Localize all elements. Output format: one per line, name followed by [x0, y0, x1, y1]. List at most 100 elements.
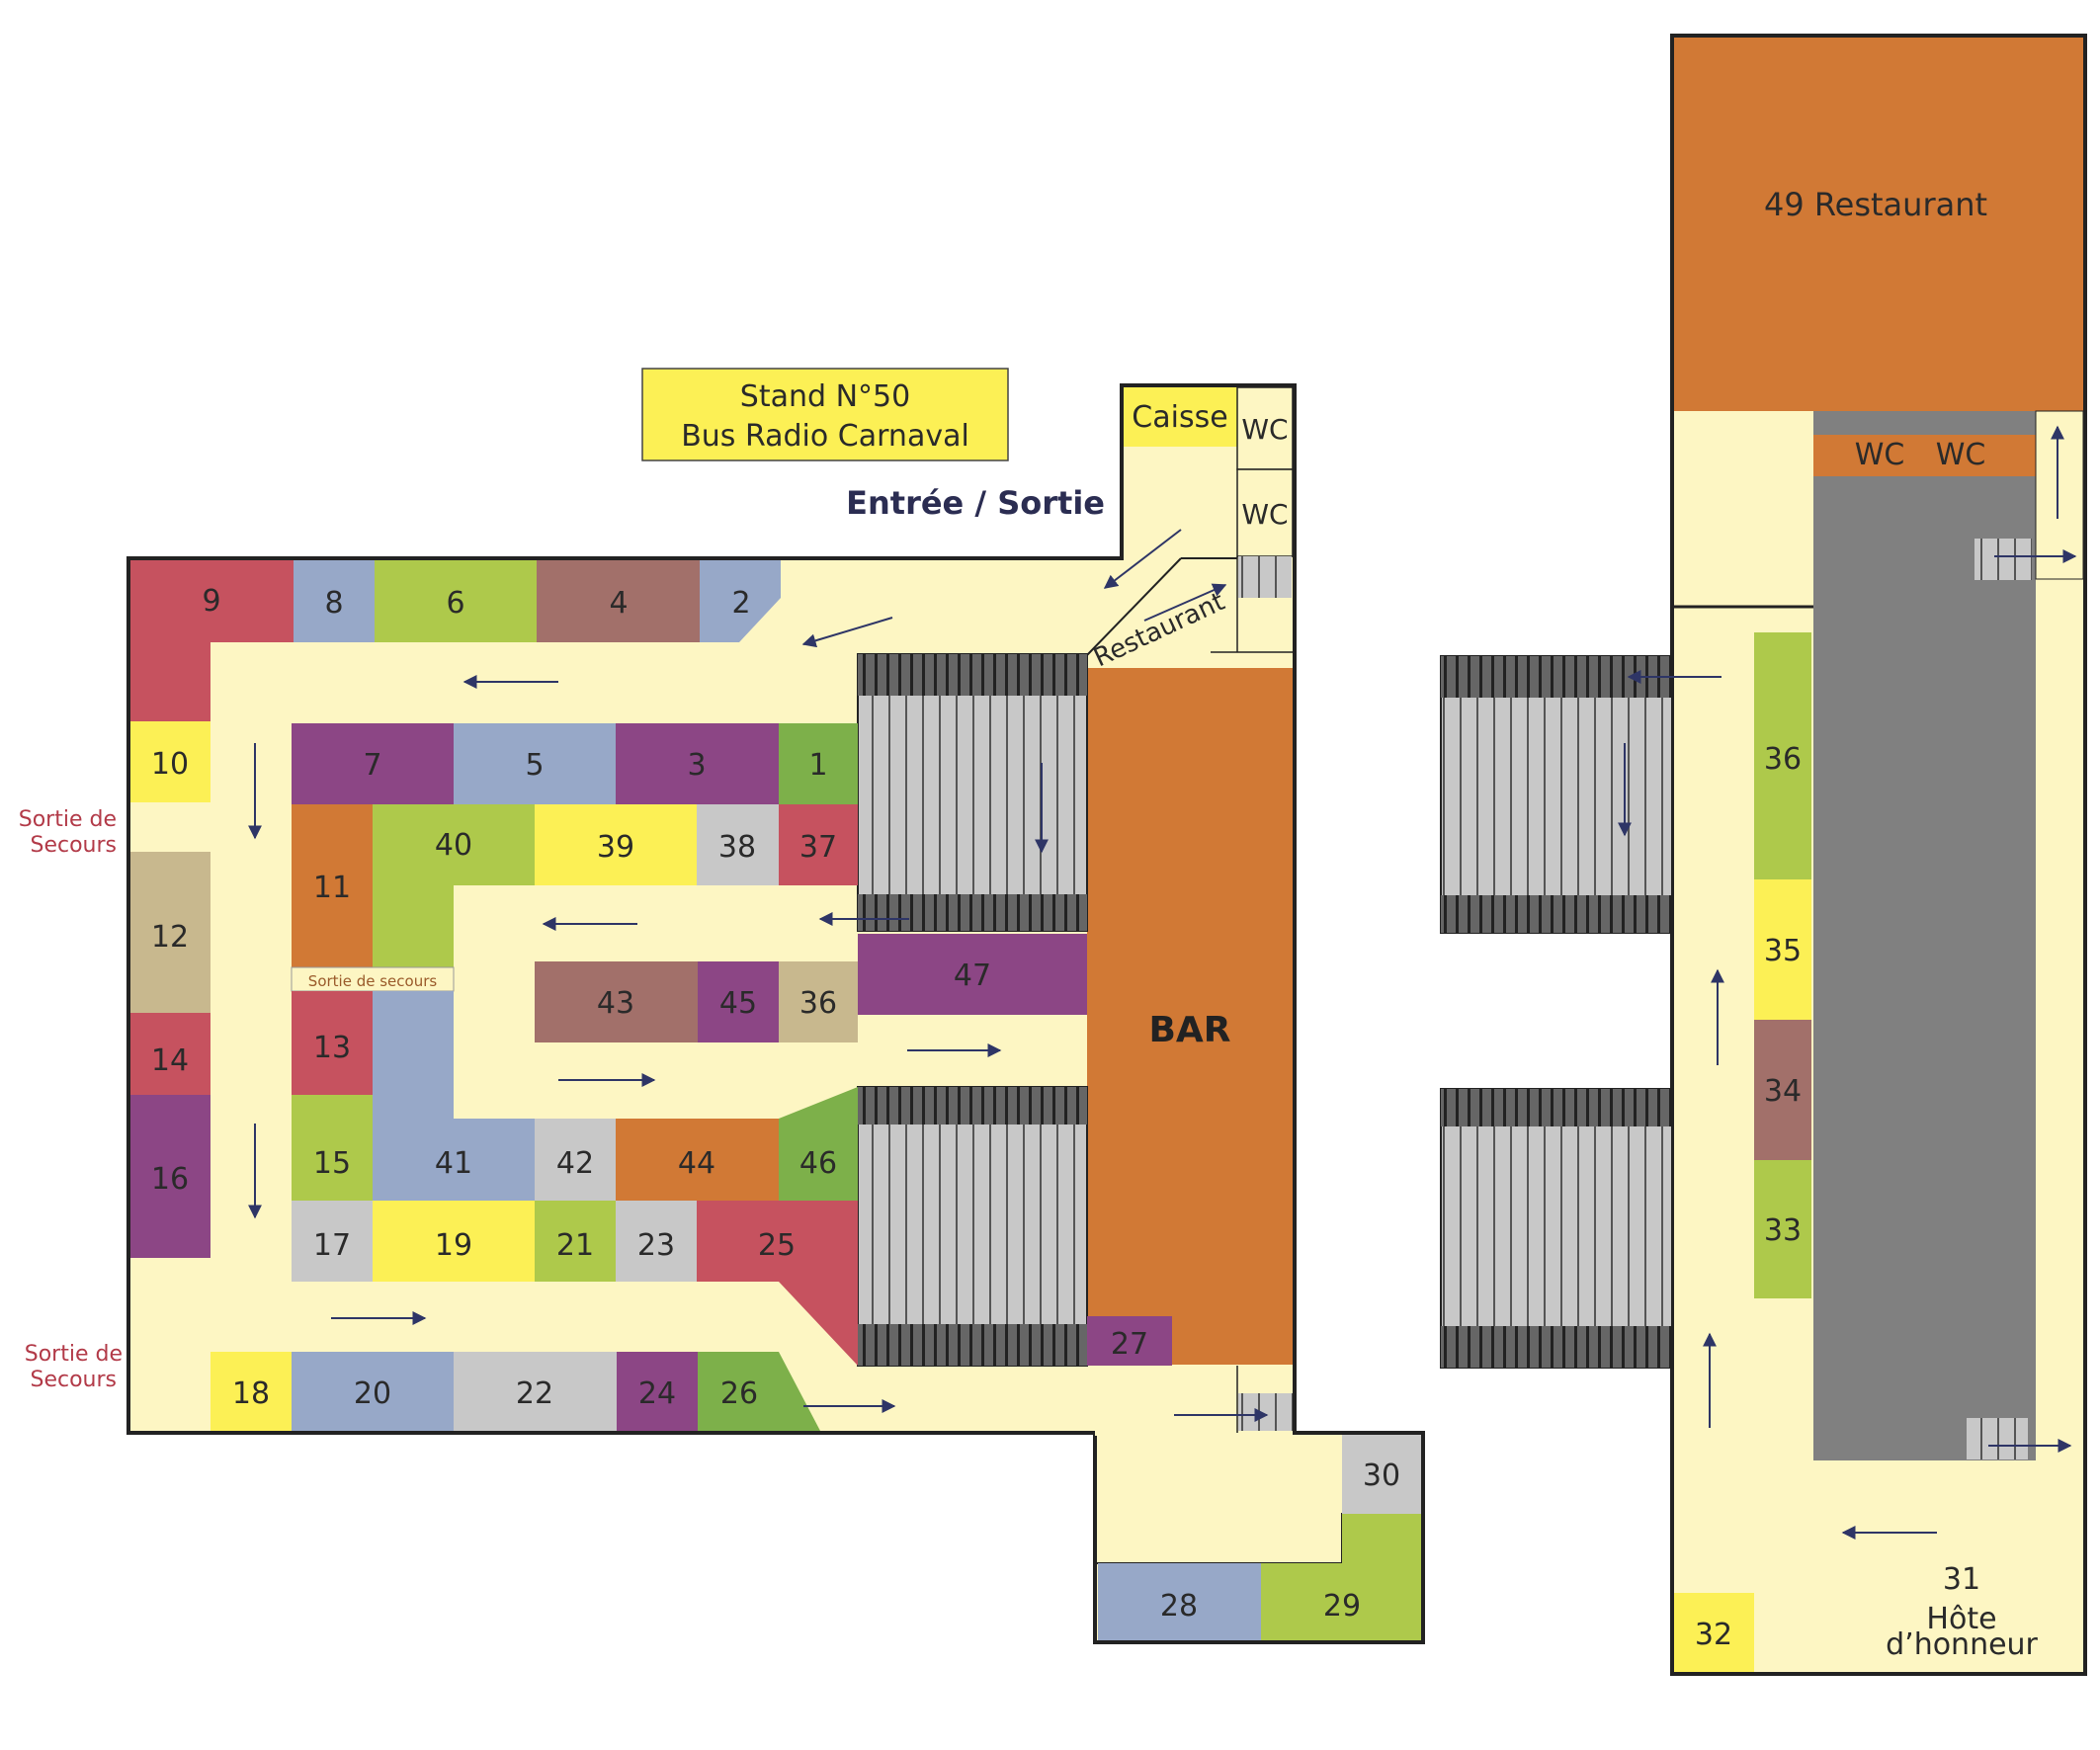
restaurant-49[interactable]	[1674, 38, 2083, 411]
stand-label-2: 2	[731, 586, 750, 621]
stand-46[interactable]	[698, 961, 779, 1042]
stairs-top	[857, 653, 1088, 932]
stand-label-4: 4	[609, 586, 628, 621]
stand-43[interactable]	[535, 1119, 616, 1201]
stand-18[interactable]	[210, 1352, 292, 1431]
stand-26[interactable]	[698, 1352, 820, 1431]
bottom-stairs	[1238, 1393, 1293, 1431]
right-building: WC WC	[1440, 34, 2087, 1676]
stand-14[interactable]	[130, 1013, 210, 1095]
stand-35[interactable]	[1754, 879, 1811, 1020]
stand-27[interactable]	[1087, 1316, 1172, 1366]
stand-4[interactable]	[537, 560, 700, 642]
stand-42[interactable]	[373, 991, 535, 1201]
stand-7[interactable]	[292, 723, 454, 804]
stand-11[interactable]	[292, 804, 373, 967]
stand-38[interactable]	[779, 804, 858, 885]
stand-28[interactable]	[1098, 1563, 1261, 1640]
direction-arrows	[248, 425, 2077, 1540]
stand-17[interactable]	[292, 1201, 373, 1282]
stand-40[interactable]	[535, 804, 697, 885]
stand-39[interactable]	[697, 804, 779, 885]
stand-6[interactable]	[375, 560, 537, 642]
stand50-line1: Stand N°50	[740, 379, 910, 414]
wc-box-2	[1236, 468, 1294, 557]
stand-label-20: 20	[354, 1376, 391, 1411]
grey-corridor	[1813, 542, 2036, 1460]
stand-37[interactable]	[779, 961, 858, 1042]
stand-47[interactable]	[779, 1087, 858, 1201]
stand-label-38: 37	[799, 830, 837, 865]
stand-15[interactable]	[292, 1095, 373, 1201]
stand-5[interactable]	[454, 723, 616, 804]
caisse-area	[1124, 387, 1237, 447]
stand-label-48: 47	[954, 958, 991, 993]
stands-left	[130, 560, 1421, 1640]
stand-16[interactable]	[130, 1095, 210, 1258]
stand-label-14: 14	[151, 1043, 189, 1078]
stand-label-1: 1	[808, 748, 827, 783]
stand-41[interactable]	[373, 804, 535, 967]
stand-label-8: 8	[324, 586, 343, 621]
stand-12[interactable]	[130, 852, 210, 1013]
stand-22[interactable]	[454, 1352, 617, 1431]
wc-bar	[1813, 435, 2036, 476]
stand-label-47: 46	[799, 1146, 837, 1181]
stand-45[interactable]	[616, 1119, 779, 1201]
stand-13[interactable]	[292, 991, 373, 1095]
stand-31-number: 31	[1943, 1562, 1980, 1597]
stand-9[interactable]	[130, 560, 294, 721]
wc-right-2: WC	[1936, 438, 1986, 472]
stand-label-34: 34	[1764, 1074, 1802, 1109]
stand-44[interactable]	[535, 961, 698, 1042]
emergency-exit-1-line2: Secours	[30, 833, 117, 858]
stand-29[interactable]	[1261, 1514, 1421, 1640]
stand-label-28: 28	[1160, 1589, 1198, 1624]
stand-48[interactable]	[858, 934, 1087, 1015]
stand-label-43: 42	[556, 1146, 594, 1181]
stand-21[interactable]	[535, 1201, 616, 1282]
stand-label-15: 15	[313, 1146, 351, 1181]
stand-label-29: 29	[1323, 1589, 1361, 1624]
stand-3[interactable]	[616, 723, 779, 804]
stand-label-12: 12	[151, 920, 189, 955]
stand-23[interactable]	[616, 1201, 697, 1282]
stand-label-27: 27	[1111, 1327, 1148, 1362]
wc-label-2: WC	[1241, 498, 1288, 531]
stand-36[interactable]	[1754, 632, 1811, 879]
stand-30[interactable]	[1342, 1435, 1421, 1514]
stand-label-16: 16	[151, 1162, 189, 1197]
stand-33[interactable]	[1754, 1160, 1811, 1298]
sortie-secours-strip	[291, 966, 455, 992]
stand-24[interactable]	[617, 1352, 698, 1431]
stand-label-9: 9	[202, 584, 220, 619]
stand-label-22: 22	[516, 1376, 553, 1411]
stand-label-5: 5	[525, 748, 544, 783]
stand-50-box[interactable]	[641, 368, 1009, 461]
stand-label-3: 3	[687, 748, 706, 783]
stand-label-7: 7	[363, 748, 381, 783]
restaurant-49-label: 49 Restaurant	[1764, 186, 1987, 223]
stand-label-37: 36	[799, 986, 837, 1021]
stairs-bottom	[857, 1086, 1088, 1367]
stand-label-26: 26	[720, 1376, 758, 1411]
bridge-top	[1440, 655, 1673, 934]
stand-label-44: 43	[597, 986, 634, 1021]
wc-stairs	[1238, 556, 1292, 598]
stand-20[interactable]	[292, 1352, 454, 1431]
stand-19[interactable]	[373, 1201, 535, 1282]
stand-34[interactable]	[1754, 1020, 1811, 1160]
stand-1[interactable]	[779, 723, 858, 804]
stand-10[interactable]	[130, 721, 210, 802]
right-stairs-top	[1974, 539, 2032, 580]
bar-area	[1087, 668, 1293, 1365]
right-stairs-bottom	[1967, 1418, 2028, 1459]
stand-32[interactable]	[1674, 1593, 1754, 1672]
stand-label-23: 23	[637, 1228, 675, 1263]
stand-2[interactable]	[700, 560, 781, 642]
stand-8[interactable]	[294, 560, 375, 642]
stand-25[interactable]	[697, 1201, 858, 1366]
stand-label-18: 18	[232, 1376, 270, 1411]
wc-label-1: WC	[1241, 413, 1288, 446]
